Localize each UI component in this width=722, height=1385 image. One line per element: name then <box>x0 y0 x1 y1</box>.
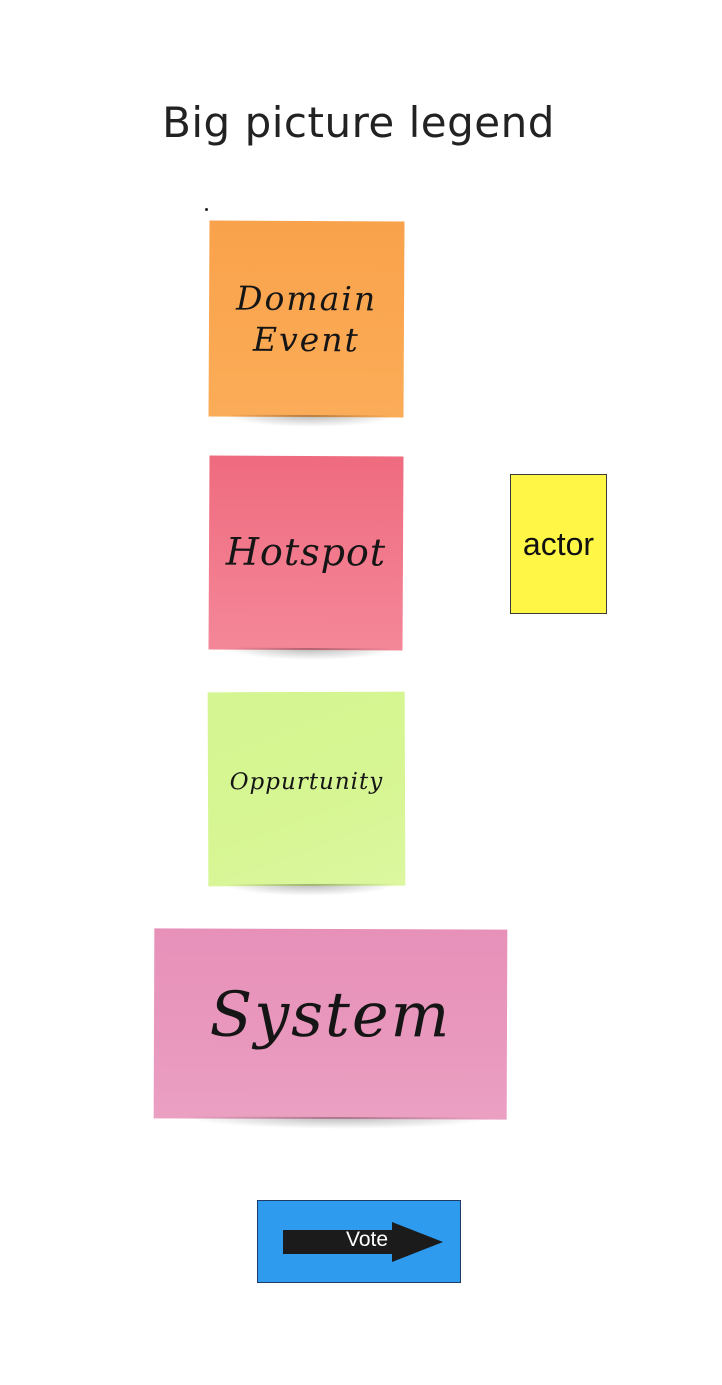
sticky-note-domain-event[interactable]: Domain Event <box>208 220 405 418</box>
actor-label: actor <box>522 525 595 562</box>
vote-button[interactable]: Vote <box>257 1200 461 1283</box>
stray-dot <box>205 208 208 211</box>
vote-label: Vote <box>346 1228 389 1251</box>
sticky-note-label: System <box>209 977 452 1052</box>
sticky-note-label: Domain Event <box>235 278 378 360</box>
arrow-right-icon <box>283 1222 443 1262</box>
board-title: Big picture legend <box>162 98 555 147</box>
sticky-note-opportunity[interactable]: Oppurtunity <box>207 691 406 887</box>
sticky-note-system[interactable]: System <box>153 928 508 1120</box>
sticky-note-label: Oppurtunity <box>229 768 384 795</box>
sticky-note-hotspot[interactable]: Hotspot <box>208 455 404 651</box>
sticky-note-label: Hotspot <box>225 529 387 575</box>
actor-card[interactable]: actor <box>510 474 607 614</box>
